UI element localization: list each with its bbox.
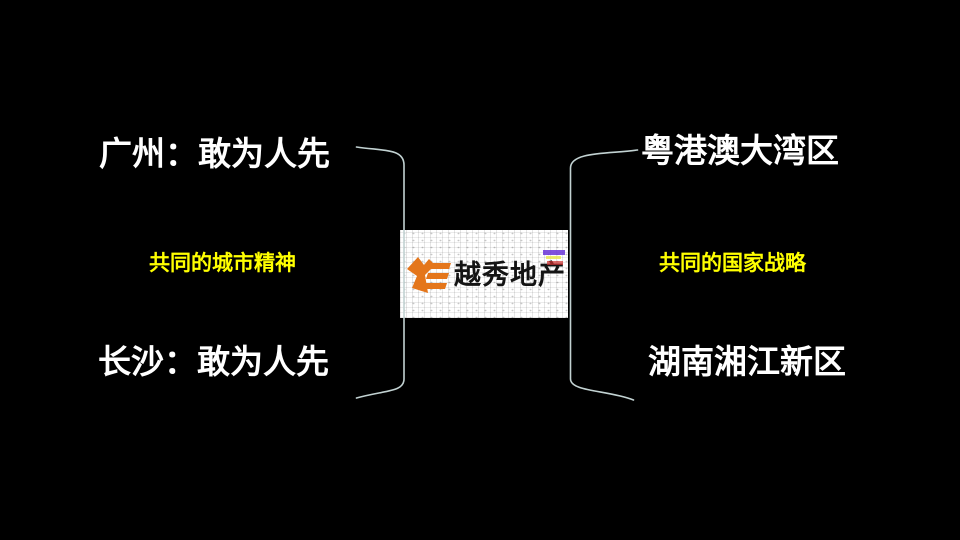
- jpeg-artifact: [546, 256, 561, 259]
- guangzhou-title: 广州：敢为人先: [99, 135, 330, 172]
- xiangjiang-new-area-title: 湖南湘江新区: [648, 343, 846, 380]
- right-bracket-shape: [569, 149, 639, 401]
- jpeg-artifact: [543, 250, 565, 255]
- yuexiu-ye-mark-icon: [407, 257, 451, 293]
- yuexiu-wordmark: 越秀地产: [454, 260, 566, 290]
- left-bracket-shape: [355, 146, 405, 399]
- yuexiu-logo-panel: 越秀地产: [400, 230, 568, 318]
- changsha-title: 长沙：敢为人先: [98, 343, 329, 380]
- jpeg-artifact: [547, 261, 563, 265]
- city-spirit-label: 共同的城市精神: [149, 252, 296, 275]
- national-strategy-label: 共同的国家战略: [659, 252, 806, 275]
- greater-bay-area-title: 粤港澳大湾区: [641, 132, 839, 169]
